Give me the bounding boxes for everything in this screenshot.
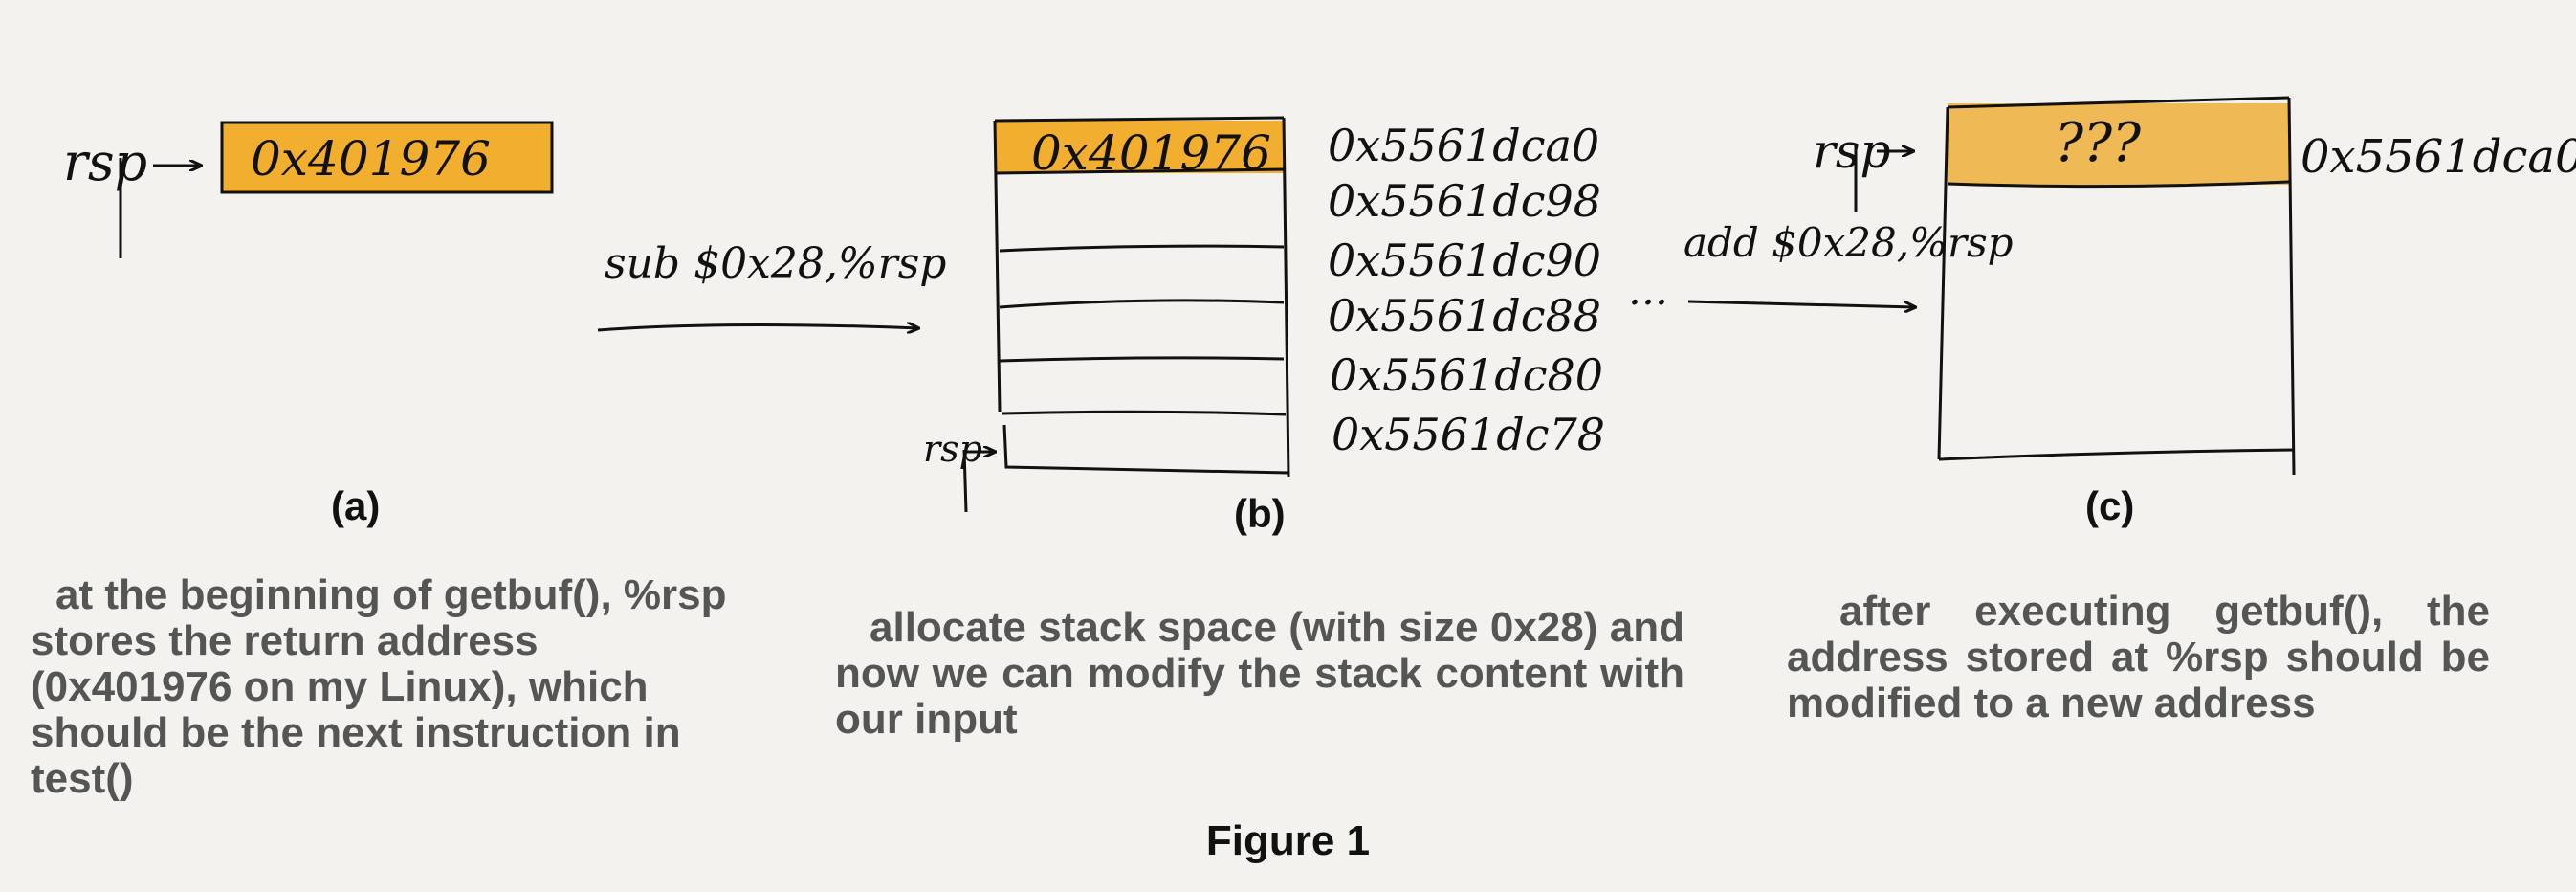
rsp-tick-b [962,449,968,513]
cell-value-b: 0x401976 [1031,125,1271,181]
address-label: 0x5561dca0 [1328,120,1599,171]
address-label: 0x5561dc78 [1332,409,1605,460]
stack-cell-return-address-c [1948,103,2290,185]
caption-b: (b) [1234,491,1286,536]
stack-divider [999,244,1285,253]
stack-divider [1002,410,1287,416]
stack-cell-return-address-b [995,121,1284,173]
stack-top-edge-c [1947,96,2290,109]
caption-a: (a) [331,483,381,528]
stack-divider [994,167,1285,175]
description-b: allocate stack space (with size 0x28) an… [835,604,1684,743]
stack-right-edge-b [1282,117,1290,478]
cell-value-a: 0x401976 [251,131,491,187]
ellipsis: ... [1628,266,1668,315]
panel-c: ??? 0x5561dca0 rsp [1813,96,2576,476]
panel-a: rsp 0x401976 [63,121,554,258]
figure-caption: Figure 1 [1205,817,1371,864]
panel-b: 0x401976 0x5561dca0 0x5561dc98 0x5561dc9… [923,116,1605,513]
stack-left-edge-c [1937,106,1949,460]
transition-add: ... add $0x28,%rsp [1628,219,2014,315]
description-a: at the beginning of getbuf(), %rsp store… [31,571,727,802]
cell-value-c: ??? [2055,112,2142,174]
address-label: 0x5561dc88 [1328,290,1601,342]
stack-divider [999,299,1285,309]
sub-arrow [597,324,918,330]
caption-c: (c) [2085,483,2135,528]
stack-bottom-edge-b [1002,424,1289,475]
stack-cell-return-address-a [220,121,554,194]
stack-divider [1947,180,2290,189]
address-label: 0x5561dc80 [1330,349,1603,401]
rsp-label-a: rsp [63,132,147,192]
address-label: 0x5561dc90 [1328,234,1601,286]
stack-left-edge-b [993,120,1002,413]
transition-sub: sub $0x28,%rsp [597,239,946,330]
stack-bottom-edge-c [1938,448,2295,461]
description-c: after executing getbuf(), the address st… [1787,588,2490,726]
stack-right-edge-c [2287,97,2296,476]
add-arrow [1687,300,1915,307]
add-instruction: add $0x28,%rsp [1684,219,2014,266]
address-label: 0x5561dc98 [1328,175,1601,227]
stack-divider [999,356,1285,363]
address-label-c: 0x5561dca0 [2301,130,2576,184]
rsp-label-b: rsp [923,428,982,470]
stack-top-edge-b [994,116,1285,123]
sub-instruction: sub $0x28,%rsp [605,239,946,288]
